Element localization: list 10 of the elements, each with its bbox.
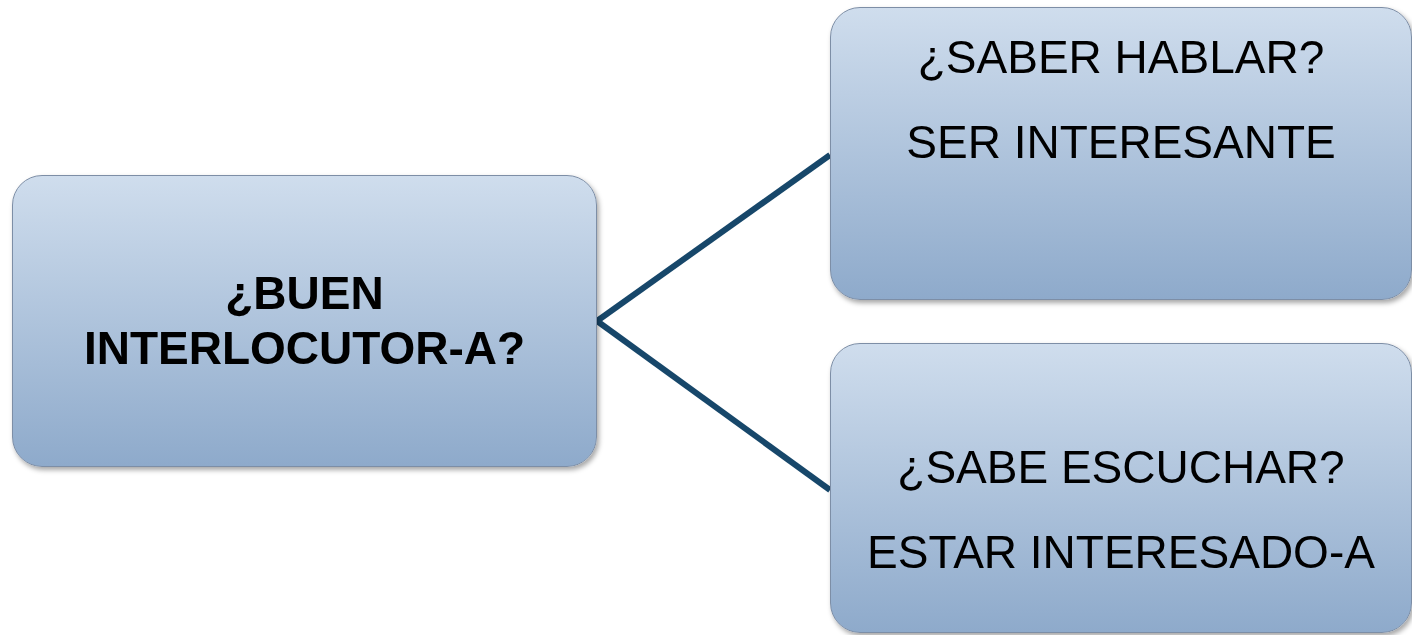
box-text: ESTAR INTERESADO-A — [867, 524, 1375, 580]
box-text: ¿SABER HABLAR? — [917, 30, 1325, 85]
box-text: SER INTERESANTE — [906, 115, 1336, 171]
box-text: ¿BUEN INTERLOCUTOR-A? — [82, 265, 527, 376]
answer-box — [830, 343, 1412, 633]
connector-line — [595, 152, 832, 324]
connector-line — [595, 318, 832, 493]
question-box — [12, 175, 597, 467]
answer-box — [830, 7, 1412, 300]
box-text: ¿SABE ESCUCHAR? — [897, 439, 1345, 495]
